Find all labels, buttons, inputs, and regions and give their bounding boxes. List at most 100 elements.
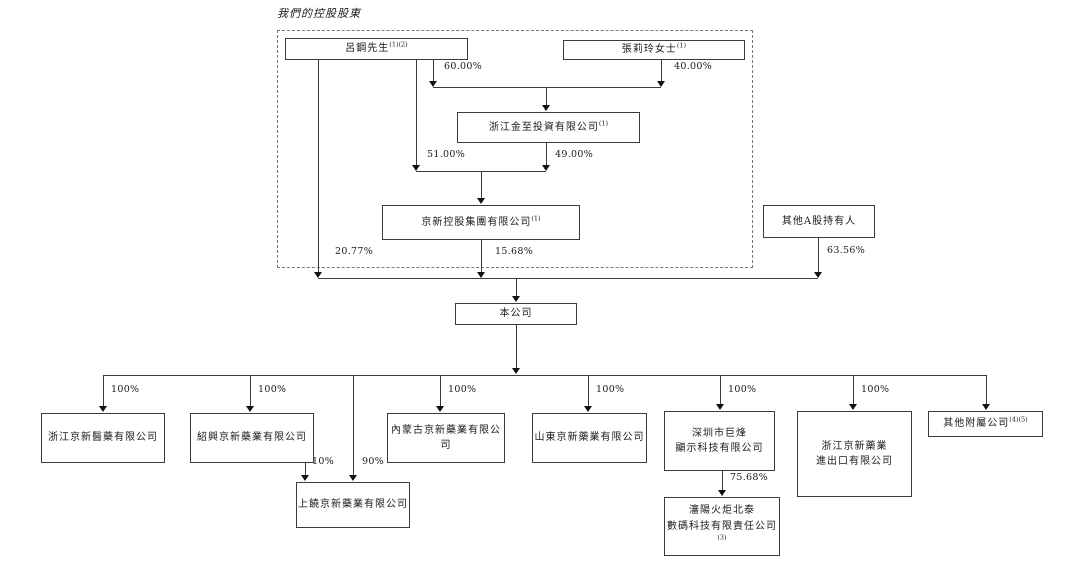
arrowhead [512,296,520,302]
node-label-line2: 顯示科技有限公司 [675,443,764,454]
pct-100: 100% [111,384,140,395]
pct-20-77: 20.77% [335,246,374,257]
connector-line [546,143,547,165]
connector-line [481,171,482,198]
footnote-ref: (3) [717,533,727,542]
node-label: 上饒京新藥業有限公司 [298,499,408,511]
arrowhead [349,475,357,481]
connector-line [722,471,723,490]
connector-line [433,60,434,81]
arrowhead [314,272,322,278]
node-label: 內蒙古京新藥業有限公司 [391,424,501,452]
connector-line [661,60,662,81]
node-other-a-shareholders: 其他A股持有人 [763,205,875,238]
arrowhead [436,406,444,412]
pct-60: 60.00% [444,61,483,72]
pct-10: 10% [312,456,335,467]
node-label-line2: 進出口有限公司 [816,456,893,467]
node-label: 其他A股持有人 [781,215,857,227]
node-the-company: 本公司 [455,303,577,325]
node-lv-gang: 呂鋼先生(1)(2) [285,38,468,60]
node-label: 紹興京新藥業有限公司 [197,432,307,444]
node-jingxin-holding: 京新控股集團有限公司(1) [382,205,580,240]
arrowhead [584,406,592,412]
controlling-shareholders-group-border [277,30,753,268]
node-label-line1: 浙江京新藥業 [821,440,888,452]
footnote-ref: (1) [531,214,541,223]
arrowhead [477,198,485,204]
connector-line [353,375,354,475]
node-label: 張莉玲女士(1) [621,41,687,56]
node-label: 浙江金至投資有限公司(1) [488,119,609,133]
connector-line [481,240,482,272]
arrowhead [301,475,309,481]
connector-line [103,375,104,406]
pct-15-68: 15.68% [495,246,534,257]
connector-line [305,463,306,475]
arrowhead [542,105,550,111]
pct-100: 100% [728,384,757,395]
node-shenyang-huoju: 瀋陽火炬北泰 數碼科技有限責任公司(3) [664,497,780,556]
connector-line [720,375,721,404]
node-label: 浙江京新醫藥有限公司 [48,432,158,444]
node-label-line2: 數碼科技有限責任公司(3) [667,520,777,542]
node-other-subsidiaries: 其他附屬公司(4)(5) [928,411,1043,437]
footnote-ref: (1)(2) [389,40,408,49]
node-shangrao-jingxin: 上饒京新藥業有限公司 [296,482,410,528]
connector-line [516,278,517,296]
arrowhead [412,165,420,171]
node-shandong-jingxin: 山東京新藥業有限公司 [532,413,647,463]
pct-75-68: 75.68% [730,472,769,483]
node-label: 京新控股集團有限公司(1) [421,214,541,228]
node-jingxin-import-export: 浙江京新藥業 進出口有限公司 [797,411,912,497]
pct-100: 100% [448,384,477,395]
pct-49: 49.00% [555,149,594,160]
arrowhead [982,404,990,410]
connector-line [103,375,986,376]
connector-line [986,375,987,404]
connector-line [588,375,589,406]
connector-line [318,60,319,272]
arrowhead [716,404,724,410]
node-label: 其他附屬公司(4)(5) [943,415,1028,430]
node-label: 山東京新藥業有限公司 [534,432,645,444]
connector-line [853,375,854,404]
connector-line [250,375,251,406]
arrowhead [99,406,107,412]
node-label: 本公司 [499,308,533,320]
node-shenzhen-jufeng: 深圳市巨烽 顯示科技有限公司 [664,411,775,471]
node-zhejiang-jinzhi: 浙江金至投資有限公司(1) [457,112,640,143]
arrowhead [477,272,485,278]
pct-100: 100% [861,384,890,395]
arrowhead [246,406,254,412]
arrowhead [718,490,726,496]
footnote-ref: (1) [676,41,687,50]
connector-line [416,60,417,165]
arrowhead [429,81,437,87]
diagram-title: 我們的控股股東 [277,7,361,20]
arrowhead [849,404,857,410]
pct-100: 100% [596,384,625,395]
node-shaoxing-jingxin: 紹興京新藥業有限公司 [190,413,314,463]
pct-90: 90% [362,456,385,467]
node-neimenggu-jingxin: 內蒙古京新藥業有限公司 [387,413,505,463]
arrowhead [542,165,550,171]
node-zhang-liling: 張莉玲女士(1) [563,40,745,60]
connector-line [546,87,547,105]
footnote-ref: (1) [598,119,609,128]
arrowhead [657,81,665,87]
connector-line [440,375,441,406]
node-label-line1: 瀋陽火炬北泰 [689,505,755,517]
connector-line [433,87,661,88]
pct-63-56: 63.56% [827,245,866,256]
connector-line [318,278,818,279]
node-label-line1: 深圳市巨烽 [692,427,747,439]
arrowhead [512,368,520,374]
footnote-ref: (4)(5) [1009,415,1028,424]
arrowhead [814,272,822,278]
node-label: 呂鋼先生(1)(2) [345,40,408,55]
connector-line [818,238,819,272]
pct-51: 51.00% [427,149,466,160]
pct-40: 40.00% [674,61,713,72]
